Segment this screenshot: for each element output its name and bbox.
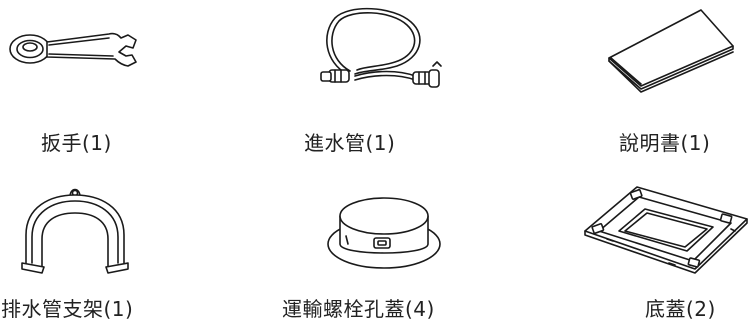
inlet-hose-icon (320, 7, 442, 88)
accessory-label: 進水管(1) (304, 131, 396, 155)
accessory-label: 運輸螺栓孔蓋(4) (282, 297, 435, 321)
accessory-label: 說明書(1) (619, 131, 711, 155)
accessory-label: 底蓋(2) (645, 297, 716, 321)
accessory-item-bolt-hole-cap: 運輸螺栓孔蓋(4) (250, 163, 500, 327)
accessory-label: 扳手(1) (41, 131, 112, 155)
accessory-item-wrench: 扳手(1) (0, 0, 250, 163)
wrench-icon (9, 32, 137, 67)
accessory-item-bottom-cover: 底蓋(2) (500, 163, 750, 327)
manual-icon (608, 9, 734, 93)
accessory-item-manual: 說明書(1) (500, 0, 750, 163)
drain-hose-bracket-icon (21, 188, 129, 274)
accessory-label: 排水管支架(1) (1, 297, 134, 321)
bottom-cover-icon (584, 186, 748, 274)
accessory-item-inlet-hose: 進水管(1) (250, 0, 500, 163)
accessory-item-drain-hose-bracket: 排水管支架(1) (0, 163, 250, 327)
bolt-hole-cap-icon (327, 197, 441, 269)
